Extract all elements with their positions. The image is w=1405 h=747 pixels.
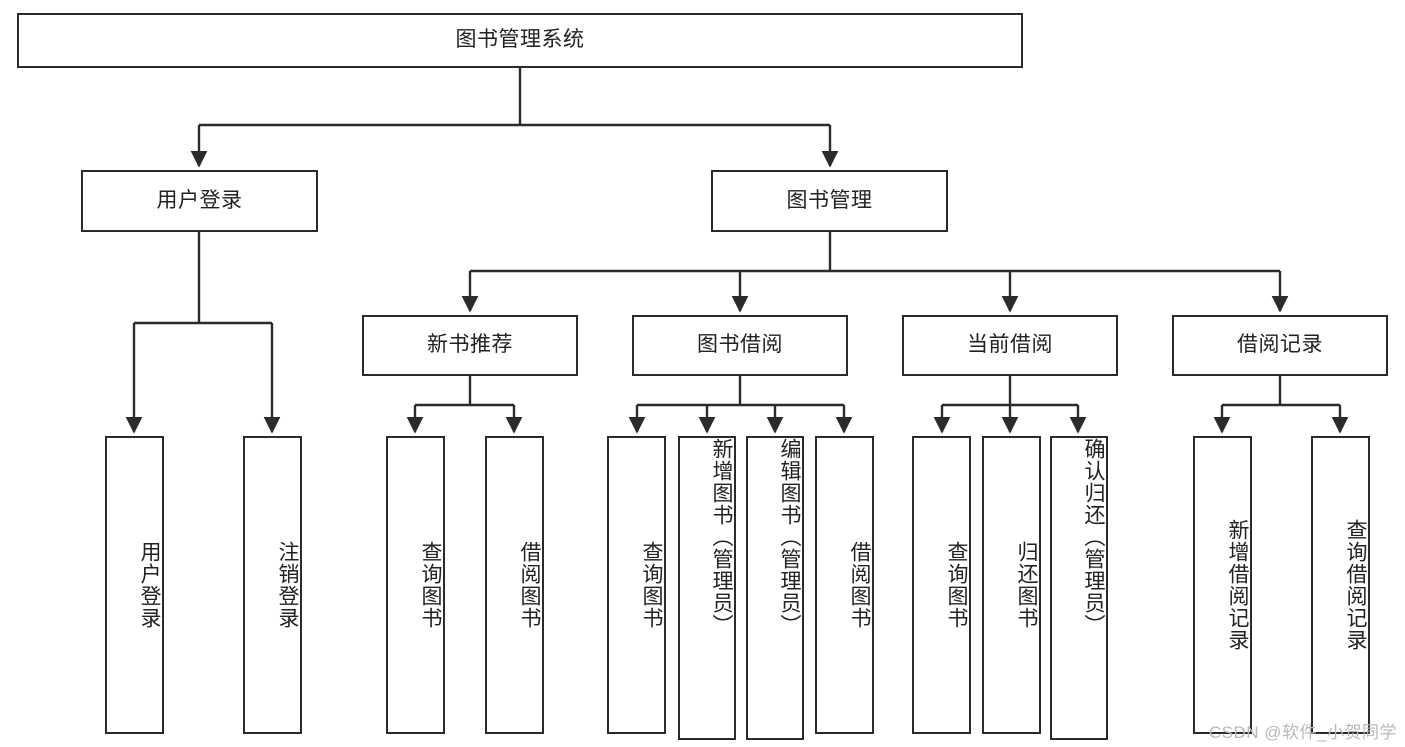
node-label: 用户登录 <box>156 188 243 212</box>
leaf-add-book-admin[interactable]: 新增图书（管理员） <box>678 436 736 740</box>
node-root-system[interactable]: 图书管理系统 <box>17 13 1023 68</box>
node-label: 新增图书（管理员） <box>710 438 733 636</box>
node-user-login[interactable]: 用户登录 <box>81 170 318 232</box>
leaf-borrow-book[interactable]: 借阅图书 <box>815 436 874 734</box>
node-label: 借阅图书 <box>518 541 541 629</box>
node-new-book-recommend[interactable]: 新书推荐 <box>362 315 578 376</box>
node-label: 确认归还（管理员） <box>1082 438 1105 636</box>
node-label: 借阅记录 <box>1237 333 1323 357</box>
node-label: 注销登录 <box>276 541 299 629</box>
node-current-borrow[interactable]: 当前借阅 <box>902 315 1118 376</box>
node-label: 用户登录 <box>138 541 161 629</box>
node-label: 编辑图书（管理员） <box>778 438 801 636</box>
leaf-borrow-book-recommend[interactable]: 借阅图书 <box>485 436 544 734</box>
node-label: 归还图书 <box>1015 541 1038 629</box>
node-label: 查询图书 <box>419 541 442 629</box>
leaf-user-login[interactable]: 用户登录 <box>105 436 164 734</box>
node-label: 查询图书 <box>945 541 968 629</box>
node-label: 当前借阅 <box>967 333 1053 357</box>
leaf-add-borrow-record[interactable]: 新增借阅记录 <box>1193 436 1252 734</box>
node-label: 查询图书 <box>640 541 663 629</box>
node-label: 图书管理系统 <box>455 28 585 52</box>
node-book-management[interactable]: 图书管理 <box>711 170 948 232</box>
leaf-return-book[interactable]: 归还图书 <box>982 436 1041 734</box>
node-label: 图书管理 <box>786 188 873 212</box>
leaf-confirm-return-admin[interactable]: 确认归还（管理员） <box>1050 436 1108 740</box>
leaf-query-borrow-record[interactable]: 查询借阅记录 <box>1311 436 1370 734</box>
node-label: 借阅图书 <box>848 541 871 629</box>
node-book-borrow[interactable]: 图书借阅 <box>632 315 848 376</box>
node-borrow-record[interactable]: 借阅记录 <box>1172 315 1388 376</box>
leaf-logout[interactable]: 注销登录 <box>243 436 302 734</box>
leaf-edit-book-admin[interactable]: 编辑图书（管理员） <box>746 436 804 740</box>
leaf-query-book-current[interactable]: 查询图书 <box>912 436 971 734</box>
node-label: 新书推荐 <box>427 333 513 357</box>
leaf-query-book-borrow[interactable]: 查询图书 <box>607 436 666 734</box>
csdn-watermark: CSDN @软件_小贺同学 <box>1208 723 1397 742</box>
node-label: 图书借阅 <box>697 333 783 357</box>
leaf-query-book-recommend[interactable]: 查询图书 <box>386 436 445 734</box>
node-label: 查询借阅记录 <box>1344 519 1367 651</box>
node-label: 新增借阅记录 <box>1226 519 1249 651</box>
